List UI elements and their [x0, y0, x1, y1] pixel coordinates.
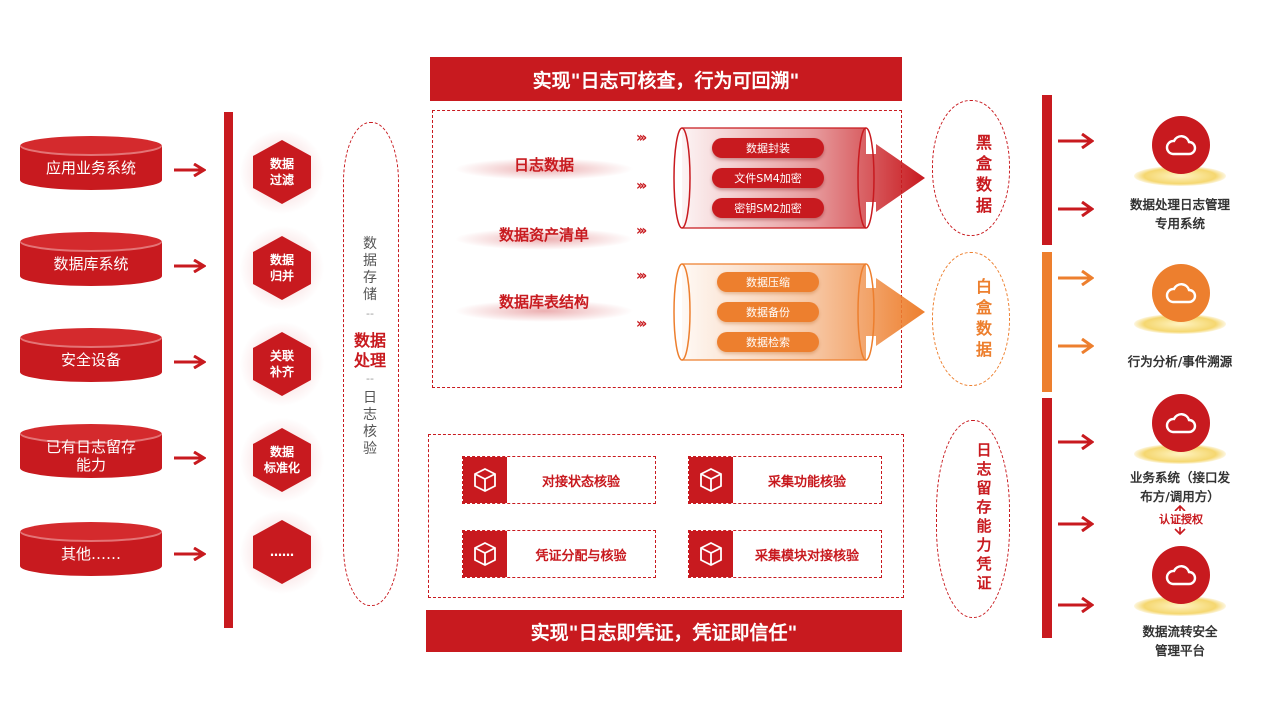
data-type-glow — [454, 300, 634, 322]
arrow-right-icon — [1058, 516, 1094, 532]
step-label: 数据 过滤 — [269, 157, 294, 187]
data-type-schema: 数据库表结构 — [498, 293, 589, 311]
op-search: 数据检索 — [717, 332, 819, 352]
data-type-asset: 数据资产清单 — [498, 226, 589, 244]
source-label: 安全设备 — [60, 351, 121, 369]
check-connection: 对接状态核验 — [462, 456, 656, 504]
auth-label: 认证授权 — [1148, 511, 1214, 527]
op-compress: 数据压缩 — [717, 272, 819, 292]
system-log-mgmt — [1134, 116, 1226, 188]
arrow-right-icon — [174, 547, 206, 561]
white-box-label: 白盒数据 — [975, 277, 992, 359]
check-label: 采集功能核验 — [767, 474, 846, 490]
op-sm2-encrypt: 密钥SM2加密 — [712, 198, 824, 218]
step-filter: 数据 过滤 — [239, 130, 325, 214]
white-box-frame — [932, 252, 1010, 386]
op-encapsulate: 数据封装 — [712, 138, 824, 158]
chevron-right-icon: ››› — [636, 316, 647, 332]
processing-column — [343, 122, 399, 606]
system-label: 业务系统（接口发 布方/调用方） — [1129, 470, 1230, 504]
bar-black — [1042, 95, 1052, 245]
source-label: 数据库系统 — [53, 255, 129, 273]
source-existing-log: 已有日志留存 能力 — [20, 422, 162, 478]
system-label: 数据处理日志管理 专用系统 — [1129, 197, 1230, 231]
check-label: 采集模块对接核验 — [754, 548, 859, 564]
step-normalize: 数据 标准化 — [239, 418, 325, 502]
system-label: 数据流转安全 管理平台 — [1142, 624, 1218, 658]
arrow-right-icon — [1058, 201, 1094, 217]
black-box-label: 黑盒数据 — [975, 133, 992, 215]
check-label: 凭证分配与核验 — [535, 548, 627, 564]
source-security-device: 安全设备 — [20, 326, 162, 382]
verify-label: 日 志 核 验 — [363, 390, 377, 457]
chevron-right-icon: ››› — [636, 178, 647, 194]
step-label: 数据 标准化 — [263, 445, 300, 475]
verify-panel — [428, 434, 904, 598]
data-type-glow — [454, 158, 634, 180]
cloud-icon — [1152, 394, 1210, 452]
cloud-icon — [1152, 116, 1210, 174]
step-more: …… — [239, 510, 325, 594]
bar-retention — [1042, 398, 1052, 638]
system-dataflow-platform — [1134, 546, 1226, 618]
processing-label: 数据 处理 — [353, 331, 386, 370]
box-icon — [689, 457, 733, 503]
system-label: 行为分析/事件溯源 — [1127, 354, 1233, 369]
arrow-right-icon — [1058, 133, 1094, 149]
retention-label: 日志留存 能力凭证 — [976, 441, 992, 592]
chevron-right-icon: ››› — [636, 268, 647, 284]
storage-label: 数 据 存 储 — [363, 236, 377, 303]
retention-frame — [936, 420, 1010, 618]
arrow-right-icon — [174, 355, 206, 369]
source-database: 数据库系统 — [20, 230, 162, 286]
black-box-frame — [932, 100, 1010, 236]
step-label: 数据 归并 — [269, 253, 294, 283]
step-merge: 数据 归并 — [239, 226, 325, 310]
source-label: 应用业务系统 — [45, 159, 136, 177]
step-label: 关联 补齐 — [269, 349, 294, 379]
check-collect-function: 采集功能核验 — [688, 456, 882, 504]
chevron-right-icon: ››› — [636, 130, 647, 146]
banner-bottom: 实现"日志即凭证，凭证即信任" — [426, 610, 902, 652]
data-type-log: 日志数据 — [513, 156, 574, 174]
bar-white — [1042, 252, 1052, 392]
sep-bottom: -- — [366, 372, 374, 385]
chevron-right-icon: ››› — [636, 223, 647, 239]
sep-top: -- — [366, 307, 374, 320]
system-behavior — [1134, 264, 1226, 336]
arrow-right-icon — [1058, 434, 1094, 450]
check-module-connection: 采集模块对接核验 — [688, 530, 882, 578]
source-label: 其他…… — [60, 545, 121, 563]
cloud-icon — [1152, 264, 1210, 322]
op-backup: 数据备份 — [717, 302, 819, 322]
cloud-icon — [1152, 546, 1210, 604]
check-credential: 凭证分配与核验 — [462, 530, 656, 578]
box-icon — [463, 457, 507, 503]
arrow-right-icon — [174, 163, 206, 177]
storage-panel — [432, 110, 902, 388]
arrow-right-icon — [174, 451, 206, 465]
divider-bar — [224, 112, 233, 628]
arrow-right-icon — [1058, 270, 1094, 286]
data-type-glow — [454, 228, 634, 250]
source-other: 其他…… — [20, 520, 162, 576]
banner-top: 实现"日志可核查，行为可回溯" — [430, 57, 902, 101]
op-sm4-encrypt: 文件SM4加密 — [712, 168, 824, 188]
arrow-right-icon — [1058, 338, 1094, 354]
box-icon — [463, 531, 507, 577]
box-icon — [689, 531, 733, 577]
step-label: …… — [270, 545, 294, 559]
step-correlate: 关联 补齐 — [239, 322, 325, 406]
arrow-right-icon — [1058, 597, 1094, 613]
source-label: 已有日志留存 能力 — [45, 438, 136, 474]
check-label: 对接状态核验 — [541, 474, 620, 490]
arrow-right-icon — [174, 259, 206, 273]
system-business — [1134, 394, 1226, 466]
source-app-business: 应用业务系统 — [20, 134, 162, 190]
